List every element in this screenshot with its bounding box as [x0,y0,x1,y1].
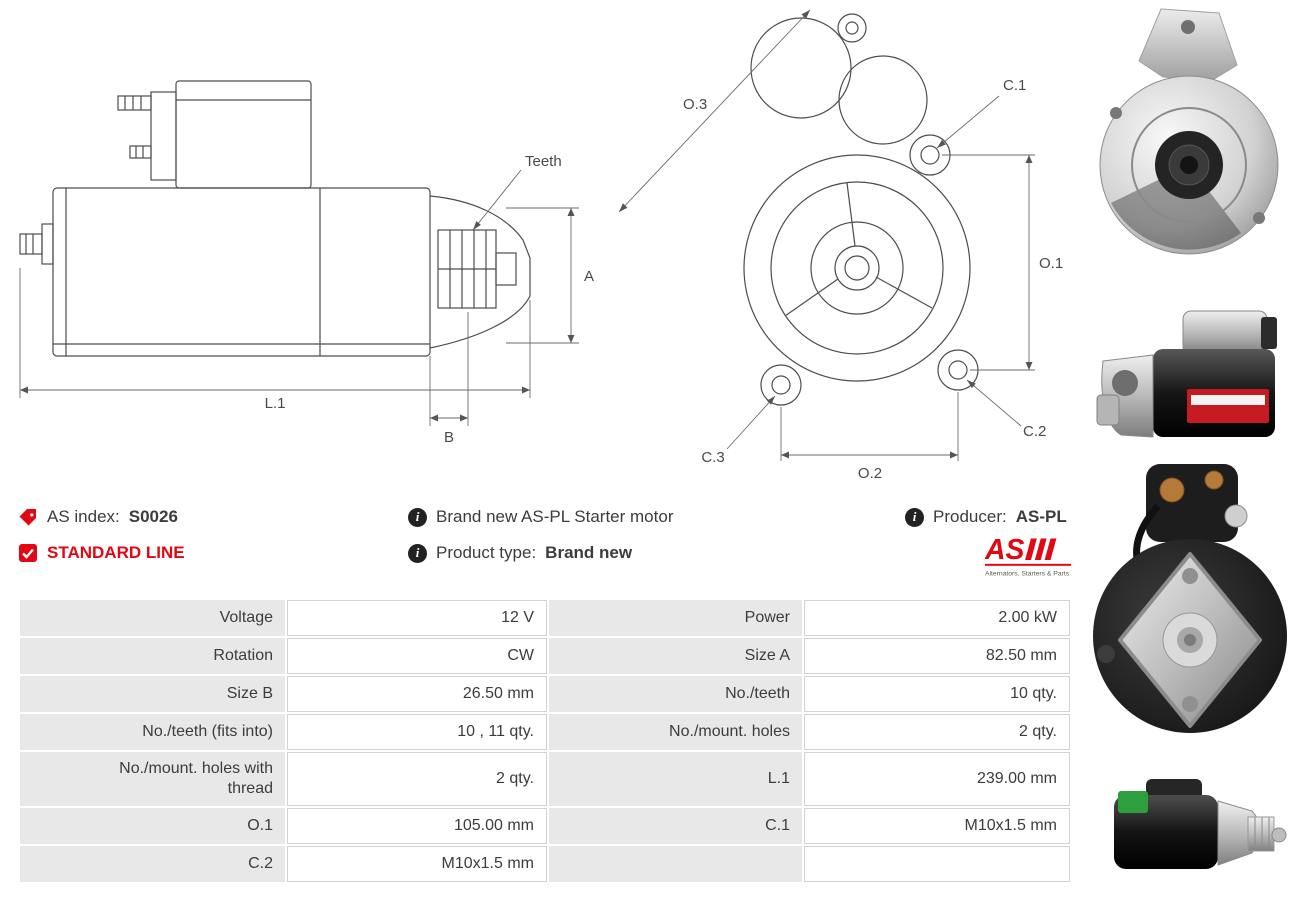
as-index-value: S0026 [128,507,178,526]
spec-value: 10 qty. [804,676,1070,712]
spec-label: No./mount. holes with thread [20,752,285,806]
photo-front-illustration [1099,7,1278,254]
product-type-label: Product type: [436,543,537,562]
spec-row: Voltage 12 V Power 2.00 kW [20,600,1070,636]
spec-value: 2.00 kW [804,600,1070,636]
product-photo-side-2 [1088,765,1288,898]
dim-label-a: A [584,268,594,285]
spec-value: CW [287,638,547,674]
product-photo-column [1085,0,1291,898]
spec-value: 82.50 mm [804,638,1070,674]
spec-row: No./mount. holes with thread 2 qty. L.1 … [20,752,1070,806]
dim-label-l1: L.1 [265,395,286,412]
spec-value: M10x1.5 mm [287,846,547,882]
spec-value: 239.00 mm [804,752,1070,806]
spec-value: 10 , 11 qty. [287,714,547,750]
front-view-dimension-arrows [619,10,1033,459]
spec-table: Voltage 12 V Power 2.00 kW Rotation CW S… [18,598,1072,884]
spec-value [804,846,1070,882]
side-view-dimension-lines [19,169,579,426]
spec-label: No./teeth [549,676,802,712]
dim-label-b: B [444,429,454,446]
logo-tagline: Alternators, Starters & Parts [985,571,1069,578]
as-pl-logo: AS Alternators, Starters & Parts [984,534,1073,587]
spec-label: L.1 [549,752,802,806]
starter-motor-front-view-drawing: O.3 C.1 O.1 O.2 C.3 C.2 [618,9,1063,482]
starter-motor-side-view-drawing: Teeth A L.1 B [19,80,594,446]
dim-label-o2: O.2 [858,465,882,482]
front-view-outline [743,13,979,406]
spec-label: Rotation [20,638,285,674]
info-icon: i [408,543,427,563]
spec-label: C.2 [20,846,285,882]
spec-label: Size B [20,676,285,712]
dim-label-o3: O.3 [683,96,707,113]
producer-row: i Producer: AS-PL [905,507,1067,527]
dim-label-c1: C.1 [1003,77,1026,94]
standard-line-row: STANDARD LINE [18,543,185,563]
tag-icon [19,509,36,526]
spec-row: No./teeth (fits into) 10 , 11 qty. No./m… [20,714,1070,750]
spec-value: 26.50 mm [287,676,547,712]
dim-label-c2: C.2 [1023,423,1046,440]
info-icon: i [905,507,924,527]
spec-label: Voltage [20,600,285,636]
dim-label-teeth: Teeth [525,153,562,170]
spec-value: 105.00 mm [287,808,547,844]
spec-label: C.1 [549,808,802,844]
as-index-row: AS index: S0026 [18,507,178,527]
logo-as-text: AS [985,534,1024,566]
producer-label: Producer: [933,507,1007,526]
side-view-outline [19,80,531,357]
photo-side-2-illustration [1114,778,1287,869]
spec-label: O.1 [20,808,285,844]
checkbox-check-icon [19,544,37,562]
photo-rear-illustration [1093,463,1287,733]
spec-label: No./mount. holes [549,714,802,750]
spec-label: No./teeth (fits into) [20,714,285,750]
spec-row: Size B 26.50 mm No./teeth 10 qty. [20,676,1070,712]
product-type-row: i Product type: Brand new [408,543,632,563]
info-icon: i [408,507,427,527]
spec-row: C.2 M10x1.5 mm [20,846,1070,882]
product-type-value: Brand new [545,543,633,562]
as-pl-logo-graphic: AS Alternators, Starters & Parts [984,534,1072,578]
spec-label [549,846,802,882]
standard-line-badge: STANDARD LINE [47,543,185,562]
product-photo-side [1090,295,1286,455]
photo-side-illustration [1096,310,1277,438]
spec-label: Power [549,600,802,636]
spec-value: M10x1.5 mm [804,808,1070,844]
front-view-dimension-lines [618,9,1035,461]
side-view-dimension-arrows [20,208,575,422]
spec-value: 2 qty. [804,714,1070,750]
spec-row: O.1 105.00 mm C.1 M10x1.5 mm [20,808,1070,844]
product-photo-front [1090,0,1286,295]
as-index-label: AS index: [47,507,120,526]
dim-label-c3: C.3 [701,449,724,466]
producer-value: AS-PL [1015,507,1067,526]
brand-new-row: i Brand new AS-PL Starter motor [408,507,673,527]
product-photo-rear [1088,455,1288,765]
spec-label: Size A [549,638,802,674]
dim-label-o1: O.1 [1039,255,1063,272]
spec-row: Rotation CW Size A 82.50 mm [20,638,1070,674]
spec-value: 12 V [287,600,547,636]
spec-value: 2 qty. [287,752,547,806]
brand-new-text: Brand new AS-PL Starter motor [436,507,674,526]
